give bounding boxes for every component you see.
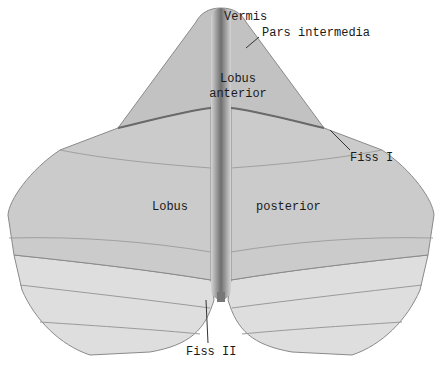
fissure-label: Fiss I [350,151,410,166]
part-label: Vermis [224,10,284,25]
posterior-lobe-left [8,108,211,280]
lobe-line [20,285,210,308]
region-label: Lobus [152,200,202,215]
lobe-line [231,238,433,252]
lobe-line [232,285,422,308]
region-label: posterior [256,200,336,215]
lobe-line [9,238,211,252]
lobe-line [40,322,200,334]
vermis-tail [217,292,225,302]
leader-line [206,300,208,343]
anterior-lobe-left [118,8,221,128]
part-label: Pars intermedia [262,26,392,41]
fissure-label: Fiss II [186,345,256,360]
leader-line [330,130,350,150]
vermis-strip [211,8,231,300]
fissure-line [118,108,211,128]
region-label: Lobus anterior [202,72,274,102]
posterior-lobe-right [231,108,434,280]
lobe-line [242,322,402,334]
leader-line [246,37,259,48]
fissure-line [231,108,324,128]
lobe-line [60,150,211,168]
